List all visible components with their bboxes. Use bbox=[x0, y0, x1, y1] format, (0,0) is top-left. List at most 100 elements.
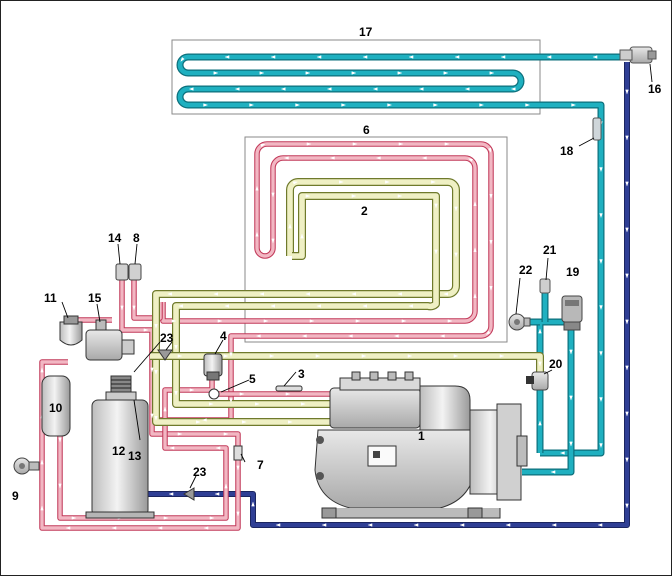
flow-arrow-232 bbox=[120, 305, 124, 311]
flow-arrow-181 bbox=[263, 319, 269, 323]
flow-arrow-58 bbox=[443, 71, 449, 75]
flow-arrow-335 bbox=[174, 345, 178, 350]
flow-arrow-369 bbox=[434, 249, 438, 255]
flow-arrow-179 bbox=[171, 319, 177, 323]
flow-arrow-208 bbox=[440, 334, 445, 338]
flow-arrow-247 bbox=[40, 367, 44, 373]
flow-arrow-99 bbox=[550, 470, 556, 474]
hand-valve-22 bbox=[508, 313, 531, 331]
flow-arrow-213 bbox=[229, 352, 233, 357]
label-13: 13 bbox=[128, 449, 142, 463]
flow-arrow-200 bbox=[352, 142, 358, 146]
flow-arrow-196 bbox=[255, 232, 259, 237]
label-10: 10 bbox=[49, 401, 63, 415]
label-3: 3 bbox=[298, 367, 305, 381]
flow-arrow-309 bbox=[259, 292, 264, 296]
access-fitting-8 bbox=[128, 263, 142, 281]
flow-arrow-366 bbox=[351, 194, 357, 198]
flow-arrow-201 bbox=[398, 142, 404, 146]
flow-arrow-56 bbox=[351, 71, 357, 75]
flow-arrow-316 bbox=[242, 420, 247, 424]
flow-arrow-65 bbox=[281, 87, 286, 91]
flow-arrow-138 bbox=[275, 523, 281, 527]
flow-arrow-243 bbox=[65, 526, 71, 530]
flow-arrow-215 bbox=[202, 418, 207, 422]
condenser-coil-pipe-fill bbox=[177, 54, 625, 456]
flow-arrow-136 bbox=[367, 523, 373, 527]
flow-arrow-135 bbox=[413, 523, 419, 527]
flow-arrow-194 bbox=[271, 192, 275, 198]
flow-arrow-189 bbox=[468, 158, 473, 162]
flow-arrow-355 bbox=[453, 354, 459, 358]
flow-arrow-75 bbox=[525, 103, 530, 107]
flow-arrow-271 bbox=[169, 446, 175, 450]
flow-arrow-305 bbox=[443, 292, 448, 296]
flow-arrow-315 bbox=[196, 420, 201, 424]
flow-arrow-300 bbox=[339, 180, 344, 184]
label-9: 9 bbox=[12, 489, 19, 503]
flow-arrow-141 bbox=[168, 492, 174, 496]
flow-arrow-50 bbox=[270, 55, 276, 59]
flow-arrow-238 bbox=[236, 465, 240, 471]
flow-arrow-79 bbox=[599, 213, 603, 218]
flow-arrow-268 bbox=[209, 516, 215, 520]
flow-arrow-121 bbox=[625, 89, 629, 95]
flow-arrow-198 bbox=[260, 144, 266, 147]
flow-arrow-131 bbox=[597, 523, 603, 527]
flow-arrow-304 bbox=[454, 252, 458, 258]
flow-arrow-64 bbox=[327, 87, 332, 91]
flow-arrow-314 bbox=[154, 416, 158, 421]
label-17: 17 bbox=[359, 25, 373, 39]
flow-arrow-188 bbox=[473, 201, 477, 206]
flow-arrow-351 bbox=[269, 354, 275, 358]
flow-arrow-203 bbox=[488, 147, 492, 153]
label-12: 12 bbox=[112, 444, 126, 458]
label-21: 21 bbox=[543, 243, 557, 257]
flow-arrow-132 bbox=[551, 523, 557, 527]
flow-arrow-193 bbox=[284, 156, 289, 160]
flow-arrow-123 bbox=[625, 181, 629, 187]
flow-arrow-89 bbox=[538, 420, 542, 426]
flow-arrow-368 bbox=[434, 203, 438, 209]
flow-arrow-133 bbox=[505, 523, 511, 527]
suction-loop-pipe-fill bbox=[153, 179, 459, 425]
flow-arrow-212 bbox=[256, 334, 261, 338]
fitting-7 bbox=[233, 445, 243, 461]
flow-arrow-195 bbox=[271, 238, 275, 244]
label-6: 6 bbox=[363, 123, 370, 137]
flow-arrow-53 bbox=[213, 71, 219, 75]
valve-23-bottom bbox=[183, 487, 195, 501]
flow-arrow-44 bbox=[546, 55, 552, 59]
flow-arrow-240 bbox=[203, 526, 209, 530]
flow-arrow-134 bbox=[459, 523, 465, 527]
flow-arrow-72 bbox=[387, 103, 392, 107]
sight-glass-18 bbox=[592, 117, 602, 141]
compressor-1 bbox=[314, 371, 528, 519]
receiver-tank-12 bbox=[85, 399, 155, 519]
flow-arrow-263 bbox=[58, 437, 62, 443]
flow-arrow-331 bbox=[316, 304, 321, 308]
flow-arrow-235 bbox=[150, 413, 154, 419]
leader-lines bbox=[61, 63, 653, 489]
flow-arrow-241 bbox=[157, 526, 163, 530]
flow-arrow-62 bbox=[419, 87, 424, 91]
flow-arrow-70 bbox=[295, 103, 300, 107]
flow-arrow-204 bbox=[489, 194, 493, 199]
flow-arrow-182 bbox=[309, 319, 315, 323]
flow-arrow-299 bbox=[292, 181, 298, 185]
flow-arrow-97 bbox=[569, 395, 573, 401]
flow-arrow-336 bbox=[174, 391, 178, 396]
flow-arrow-329 bbox=[408, 304, 413, 308]
flow-arrow-313 bbox=[154, 370, 158, 375]
flow-arrow-49 bbox=[316, 55, 322, 59]
label-23-bottom: 23 bbox=[193, 465, 207, 479]
flow-arrow-85 bbox=[560, 451, 565, 455]
flow-arrow-245 bbox=[40, 459, 44, 465]
flow-arrow-47 bbox=[408, 55, 414, 59]
flow-arrow-48 bbox=[362, 55, 368, 59]
flow-arrow-129 bbox=[625, 457, 629, 463]
callout-labels: 1 2 3 4 5 6 7 8 9 10 11 12 13 14 15 16 1… bbox=[12, 25, 662, 503]
flow-arrow-60 bbox=[511, 87, 516, 91]
flow-arrow-308 bbox=[305, 292, 310, 296]
flow-arrow-352 bbox=[315, 354, 321, 358]
